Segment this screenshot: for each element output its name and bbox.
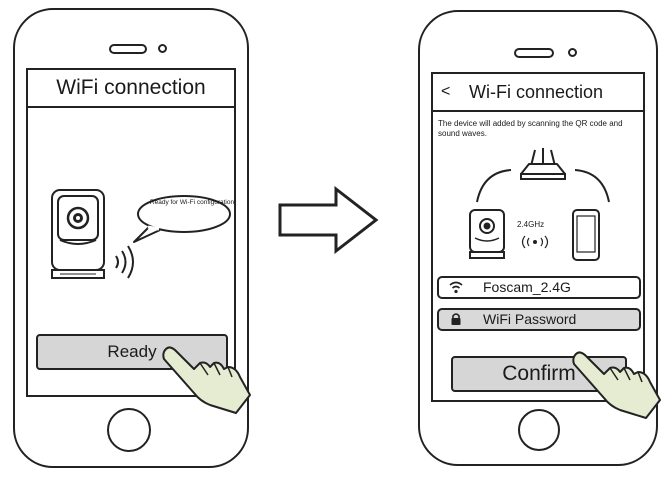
band-label: 2.4GHz (517, 220, 545, 229)
confirm-button[interactable]: Confirm (451, 356, 627, 392)
ssid-field[interactable]: Foscam_2.4G (437, 276, 641, 299)
camera-icon (469, 209, 505, 259)
bubble-text: Ready for Wi-Fi configuration (149, 199, 235, 206)
page-title: Wi-Fi connection (469, 82, 604, 102)
home-button[interactable] (518, 409, 560, 451)
speech-bubble-icon (133, 195, 231, 243)
smartphone-icon (572, 209, 600, 261)
front-camera-dot (158, 44, 167, 53)
home-button[interactable] (107, 408, 151, 452)
router-icon (476, 148, 610, 203)
wifi-icon (449, 281, 463, 294)
front-camera-dot (568, 48, 577, 57)
back-button[interactable]: < (441, 83, 451, 100)
ready-button[interactable]: Ready (36, 334, 228, 370)
right-phone-screen: < Wi-Fi connection The device will added… (431, 72, 645, 402)
left-phone-screen: WiFi connection Ready (26, 68, 236, 397)
hand-pointer-icon (162, 346, 251, 414)
sound-wave-icon (115, 245, 134, 279)
right-phone: < Wi-Fi connection The device will added… (418, 10, 658, 466)
lock-icon (451, 313, 461, 325)
header-bar: < Wi-Fi connection (433, 74, 643, 112)
ssid-value: Foscam_2.4G (483, 279, 571, 295)
camera-icon (51, 189, 105, 279)
arrow-right-icon (278, 185, 379, 255)
password-placeholder: WiFi Password (483, 311, 577, 327)
sound-wave-icon (521, 235, 549, 249)
password-field[interactable]: WiFi Password (437, 308, 641, 331)
hand-pointer-icon (572, 351, 661, 419)
speaker-grille (514, 48, 554, 58)
page-title: WiFi connection (28, 70, 234, 108)
left-phone: WiFi connection Ready Ready for Wi-Fi co… (13, 8, 249, 468)
description-text: The device will added by scanning the QR… (438, 119, 623, 138)
speaker-grille (109, 44, 147, 54)
